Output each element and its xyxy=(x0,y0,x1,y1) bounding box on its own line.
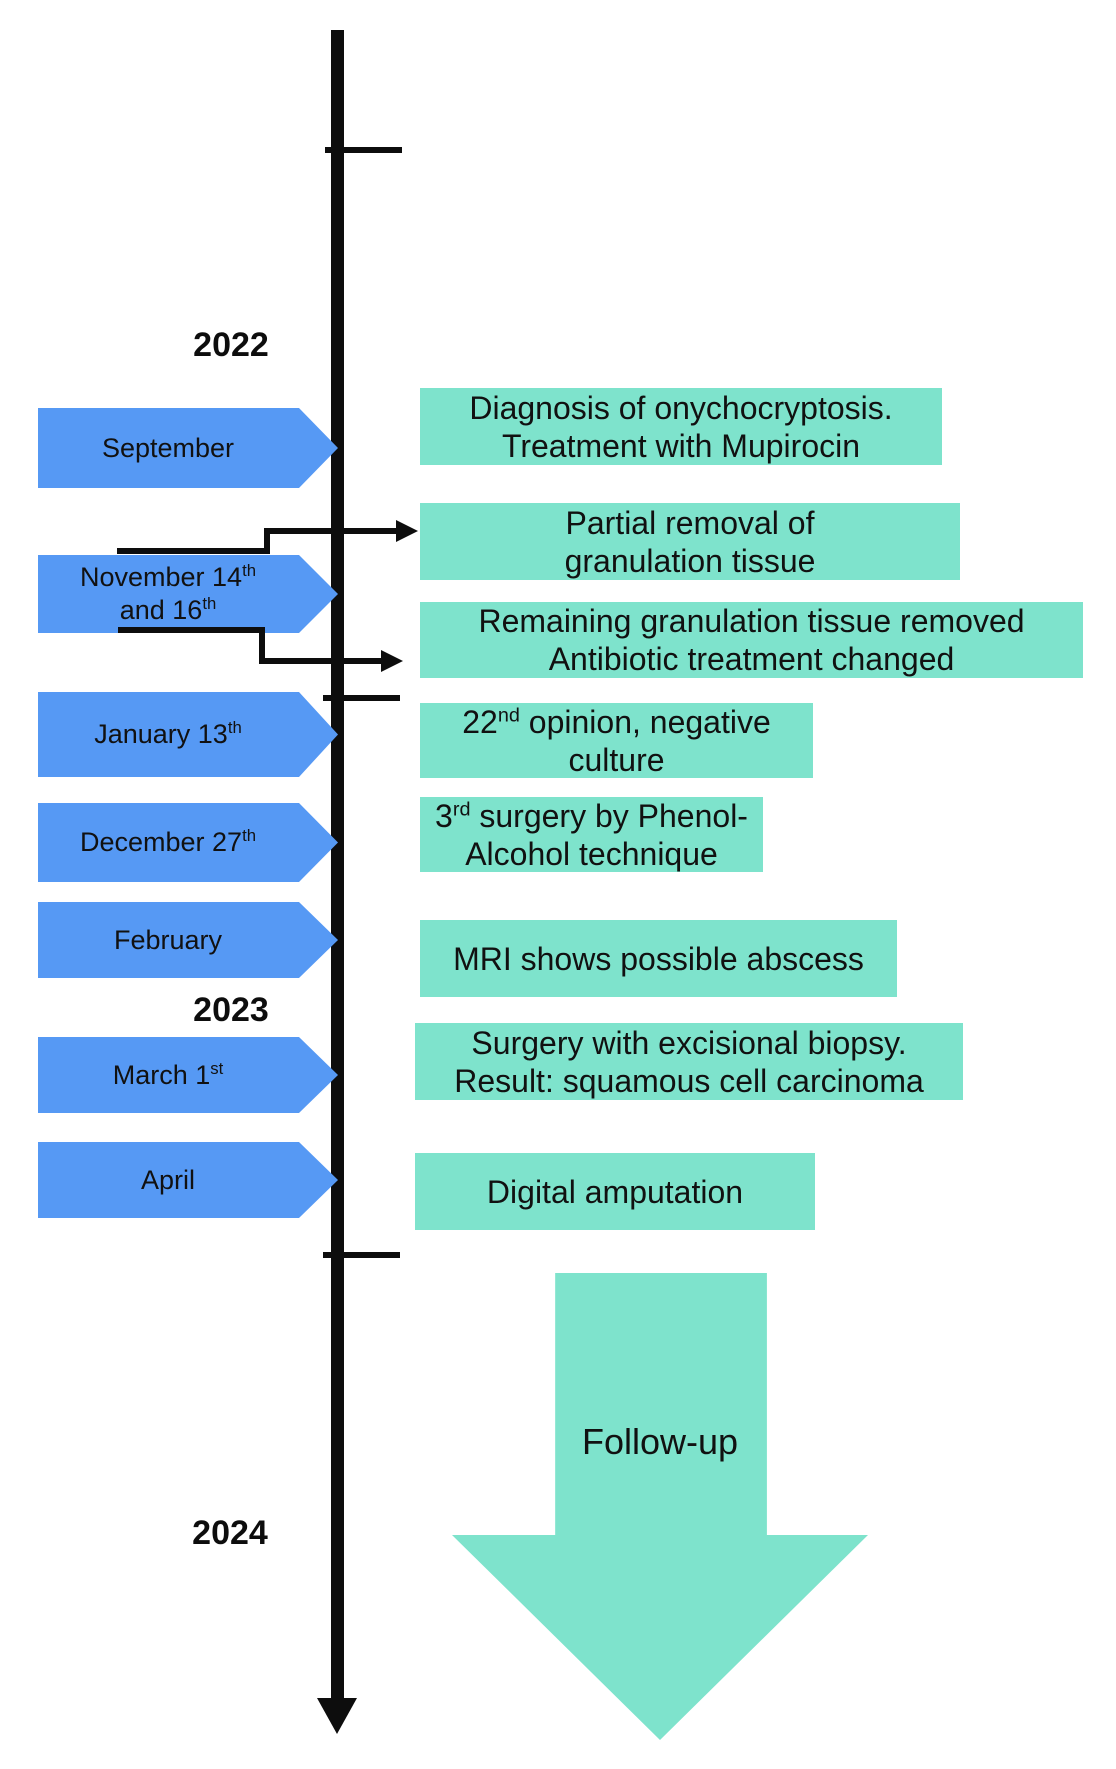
timeline-axis xyxy=(331,30,344,1698)
connector-remaining-segment-upper xyxy=(118,627,265,633)
event-box-partial-removal: Partial removal of granulation tissue xyxy=(420,503,960,580)
date-arrow-september: September xyxy=(38,408,338,488)
date-arrow-april: April xyxy=(38,1142,338,1218)
connector-remaining-segment-vertical xyxy=(259,627,265,664)
date-label: April xyxy=(140,1164,195,1195)
event-text: 22nd opinion, negative xyxy=(462,703,771,740)
year-label-2023: 2023 xyxy=(193,991,269,1029)
axis-tick-2024 xyxy=(323,1252,400,1258)
event-text-line2: Antibiotic treatment changed xyxy=(548,641,955,677)
year-label-2024: 2024 xyxy=(192,1514,268,1552)
date-arrow-january: January 13th xyxy=(38,692,338,777)
axis-tick-2022 xyxy=(325,147,402,153)
connector-partial-arrowhead-icon xyxy=(396,520,418,542)
event-text: MRI shows possible abscess xyxy=(453,940,864,977)
connector-partial-segment-vertical xyxy=(264,528,270,554)
event-text: Digital amputation xyxy=(486,1173,744,1210)
event-text-line2: culture xyxy=(568,741,665,778)
event-box-diagnosis: Diagnosis of onychocryptosis. Treatment … xyxy=(420,388,942,465)
event-text: Partial removal of xyxy=(565,504,815,541)
date-label-line2: and 16th xyxy=(119,594,217,625)
event-box-mri: MRI shows possible abscess xyxy=(420,920,897,997)
date-arrow-march: March 1st xyxy=(38,1037,338,1113)
date-label: December 27th xyxy=(79,826,257,857)
followup-arrow: Follow-up xyxy=(452,1273,868,1740)
date-arrow-february: February xyxy=(38,902,338,978)
event-text: 3rd surgery by Phenol- xyxy=(435,797,748,834)
event-box-second-opinion: 22nd opinion, negative culture xyxy=(420,703,813,778)
connector-remaining-arrowhead-icon xyxy=(381,650,403,672)
timeline-arrowhead-icon xyxy=(317,1698,357,1734)
connector-remaining-segment-lower xyxy=(265,658,381,664)
date-label: March 1st xyxy=(112,1058,224,1090)
date-label: January 13th xyxy=(94,718,242,749)
event-text: Surgery with excisional biopsy. xyxy=(471,1024,907,1061)
date-arrow-november: November 14th and 16th xyxy=(38,555,338,633)
event-text-line2: granulation tissue xyxy=(564,542,816,579)
event-text-line2: Alcohol technique xyxy=(465,835,718,872)
event-text-line2: Result: squamous cell carcinoma xyxy=(454,1062,924,1099)
axis-tick-2023 xyxy=(323,695,400,701)
year-label-2022: 2022 xyxy=(193,326,269,364)
event-box-third-surgery: 3rd surgery by Phenol- Alcohol technique xyxy=(420,797,763,872)
event-text: Diagnosis of onychocryptosis. xyxy=(469,389,893,426)
connector-partial-segment-lower xyxy=(117,548,270,554)
connector-partial-segment-upper xyxy=(270,528,396,534)
date-label: February xyxy=(113,924,223,955)
date-arrow-december: December 27th xyxy=(38,803,338,882)
event-box-excisional-biopsy: Surgery with excisional biopsy. Result: … xyxy=(415,1023,963,1100)
date-label: November 14th xyxy=(79,561,257,592)
date-label: September xyxy=(101,432,235,463)
followup-label: Follow-up xyxy=(581,1421,739,1462)
event-box-amputation: Digital amputation xyxy=(415,1153,815,1230)
event-text-line2: Treatment with Mupirocin xyxy=(501,427,861,464)
event-box-remaining-tissue: Remaining granulation tissue removed Ant… xyxy=(420,602,1083,678)
event-text: Remaining granulation tissue removed xyxy=(478,603,1025,639)
